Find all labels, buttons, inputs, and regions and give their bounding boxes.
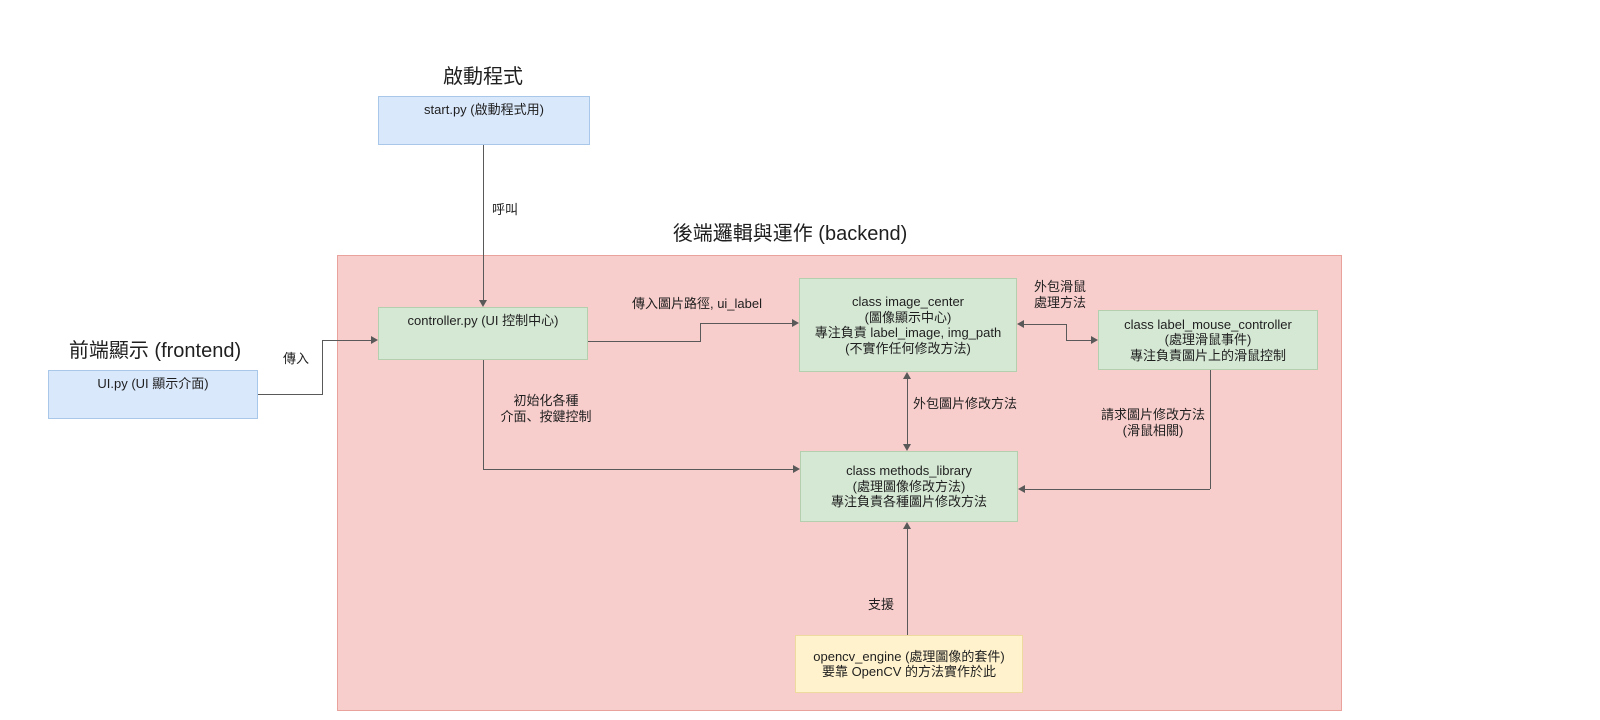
- node-opencv-engine: opencv_engine (處理圖像的套件) 要靠 OpenCV 的方法實作於…: [795, 635, 1023, 693]
- edge-start-to-controller: [483, 145, 484, 301]
- edge-label-init-line: 初始化各種: [513, 393, 579, 408]
- edge-controller-to-image-center: [700, 323, 792, 324]
- edge-label-outsource-image-modify: 外包圖片修改方法: [913, 396, 1018, 411]
- edge-image-center-to-mouse-controller: [1066, 324, 1067, 340]
- node-label-mouse-controller-line: class label_mouse_controller: [1124, 316, 1292, 332]
- edge-controller-to-image-center: [588, 341, 700, 342]
- edge-controller-to-image-center: [700, 323, 701, 342]
- arrowhead-down-icon: [479, 300, 487, 307]
- edge-label-request-modify: 請求圖片修改方法 (滑鼠相關): [1078, 407, 1228, 439]
- node-methods-library-line: class methods_library: [846, 463, 972, 479]
- arrowhead-left-icon: [1017, 320, 1024, 328]
- edge-label-init-line: 介面、按鍵控制: [500, 409, 592, 424]
- node-image-center-line: (圖像顯示中心): [864, 309, 952, 325]
- node-image-center: class image_center (圖像顯示中心) 專注負責 label_i…: [799, 278, 1017, 372]
- node-label-mouse-controller: class label_mouse_controller (處理滑鼠事件) 專注…: [1098, 310, 1318, 370]
- node-image-center-line: class image_center: [852, 294, 964, 309]
- edge-label-outsource-mouse: 外包滑鼠 處理方法: [1010, 279, 1110, 311]
- arrowhead-right-icon: [793, 465, 800, 473]
- edge-label-init: 初始化各種 介面、按鍵控制: [446, 393, 646, 425]
- edge-image-center-to-methods-library: [907, 379, 908, 444]
- edge-image-center-to-mouse-controller: [1024, 324, 1066, 325]
- edge-opencv-to-methods-library: [907, 529, 908, 635]
- edge-label-outsource-mouse-line: 處理方法: [1033, 295, 1086, 310]
- node-methods-library-line: 專注負責各種圖片修改方法: [830, 494, 987, 510]
- node-methods-library: class methods_library (處理圖像修改方法) 專注負責各種圖…: [800, 451, 1018, 522]
- node-ui-py-label: UI.py (UI 顯示介面): [97, 376, 209, 391]
- edge-ui-to-controller: [258, 394, 322, 395]
- edge-mouse-controller-to-methods-library: [1210, 370, 1211, 489]
- node-image-center-line: (不實作任何修改方法): [845, 340, 971, 356]
- edge-controller-to-methods-library: [483, 360, 484, 469]
- edge-label-support: 支援: [868, 597, 895, 612]
- arrowhead-left-icon: [1018, 485, 1025, 493]
- edge-label-request-modify-line: (滑鼠相關): [1122, 423, 1184, 438]
- arrowhead-up-icon: [903, 522, 911, 529]
- node-methods-library-line: (處理圖像修改方法): [852, 478, 966, 494]
- edge-mouse-controller-to-methods-library: [1025, 489, 1210, 490]
- node-controller-py-label: controller.py (UI 控制中心): [407, 313, 559, 328]
- node-opencv-engine-line: opencv_engine (處理圖像的套件): [813, 648, 1005, 664]
- edge-image-center-to-mouse-controller: [1066, 340, 1092, 341]
- edge-label-call: 呼叫: [492, 202, 519, 217]
- node-ui-py: UI.py (UI 顯示介面): [48, 370, 258, 419]
- node-image-center-line: 專注負責 label_image, img_path: [814, 325, 1002, 340]
- node-start-py-label: start.py (啟動程式用): [424, 102, 544, 117]
- arrowhead-up-icon: [903, 372, 911, 379]
- edge-label-outsource-mouse-line: 外包滑鼠: [1033, 279, 1086, 294]
- arrowhead-right-icon: [792, 319, 799, 327]
- node-opencv-engine-line: 要靠 OpenCV 的方法實作於此: [821, 664, 997, 679]
- arrowhead-right-icon: [371, 336, 378, 344]
- node-label-mouse-controller-line: 專注負責圖片上的滑鼠控制: [1129, 347, 1286, 363]
- title-start-program: 啟動程式: [443, 66, 523, 88]
- node-start-py: start.py (啟動程式用): [378, 96, 590, 145]
- node-controller-py: controller.py (UI 控制中心): [378, 307, 588, 360]
- node-label-mouse-controller-line: (處理滑鼠事件): [1164, 332, 1252, 348]
- edge-ui-to-controller: [322, 340, 372, 341]
- title-frontend: 前端顯示 (frontend): [68, 340, 242, 362]
- edge-ui-to-controller: [322, 340, 323, 395]
- edge-label-request-modify-line: 請求圖片修改方法: [1100, 407, 1205, 422]
- edge-controller-to-methods-library: [483, 469, 793, 470]
- title-backend: 後端邏輯與運作 (backend): [672, 223, 908, 245]
- arrowhead-down-icon: [903, 444, 911, 451]
- arrowhead-right-icon: [1091, 336, 1098, 344]
- edge-label-pass-in: 傳入: [283, 351, 310, 366]
- edge-label-pass-image-path: 傳入圖片路徑, ui_label: [631, 296, 763, 311]
